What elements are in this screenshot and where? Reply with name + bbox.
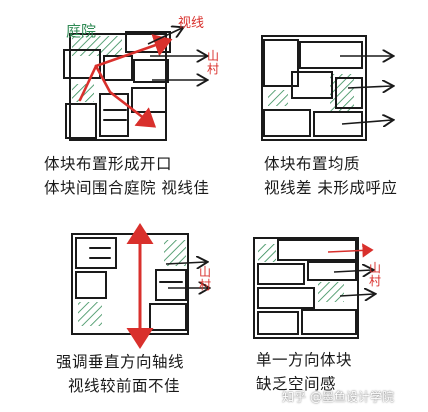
caption-line-1: 体块布置均质 xyxy=(264,155,361,173)
hatched-block xyxy=(268,90,288,106)
view-arrows xyxy=(147,28,206,80)
panel-top-left xyxy=(63,31,171,141)
building-block xyxy=(335,77,363,109)
watermark-author: @墨鱼设计学院 xyxy=(310,390,395,404)
building-block xyxy=(155,269,187,301)
panel-bottom-left xyxy=(71,233,189,335)
site-boundary xyxy=(253,237,359,339)
hatched-block xyxy=(318,282,344,302)
courtyard-label: 庭院 xyxy=(66,22,97,40)
building-block xyxy=(99,93,129,137)
caption-line-1: 体块布置形成开口 xyxy=(44,155,173,173)
caption-line-2: 缺乏空间感 xyxy=(256,375,337,393)
building-block xyxy=(277,239,357,261)
view-label: 山村 xyxy=(368,261,381,288)
hatched-block xyxy=(164,240,186,266)
building-block xyxy=(263,39,299,87)
building-block xyxy=(257,287,315,309)
site-boundary xyxy=(261,35,367,141)
view-label: 山村 xyxy=(198,265,211,292)
building-block xyxy=(65,103,97,139)
building-block xyxy=(149,303,187,331)
hatched-block xyxy=(330,74,354,112)
sightline-label: 视线 xyxy=(178,16,205,31)
building-block xyxy=(75,271,107,299)
hatched-block xyxy=(78,302,102,326)
view-arrows xyxy=(333,270,374,296)
view-label: 山村 xyxy=(206,49,219,76)
block-detail xyxy=(89,247,183,283)
building-block xyxy=(291,71,333,99)
caption-line-2: 体块间围合庭院 视线佳 xyxy=(44,179,210,197)
caption-line-2: 视线较前面不佳 xyxy=(68,377,181,395)
building-block xyxy=(257,263,305,285)
hatched-block xyxy=(258,244,276,262)
building-block xyxy=(313,111,363,137)
building-block xyxy=(103,55,133,81)
building-block xyxy=(263,109,311,137)
view-arrows xyxy=(327,243,374,258)
panel-top-right xyxy=(261,35,367,141)
caption-line-2: 视线差 未形成呼应 xyxy=(264,179,398,197)
building-block xyxy=(133,59,169,83)
view-arrows xyxy=(340,56,392,124)
building-block xyxy=(257,311,299,335)
sightline-arrows xyxy=(78,34,173,128)
watermark-platform: 知乎 xyxy=(282,390,307,404)
view-arrows xyxy=(165,262,208,288)
building-block xyxy=(131,87,167,113)
building-block xyxy=(299,41,363,69)
building-block xyxy=(75,237,117,269)
panel-bottom-right xyxy=(253,237,359,339)
block-detail xyxy=(103,109,127,121)
caption-line-1: 强调垂直方向轴线 xyxy=(56,353,185,371)
building-block xyxy=(301,309,357,335)
caption-line-1: 单一方向体块 xyxy=(256,351,353,369)
